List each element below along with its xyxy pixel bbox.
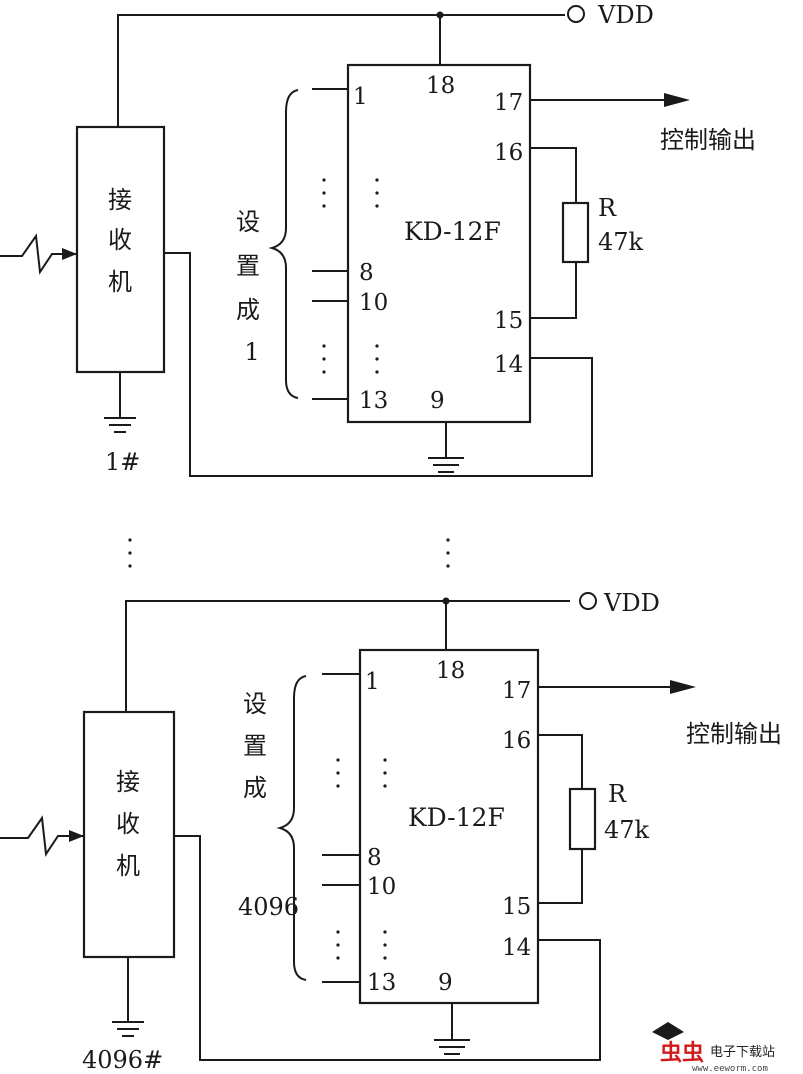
output-arrow-2 xyxy=(670,680,696,694)
circuit-1: VDD 接 收 机 1# KD-12F 18 1 17 16 15 14 8 1… xyxy=(0,1,756,477)
chip-ground-symbol-2 xyxy=(434,1039,470,1055)
pin-13-label-1: 13 xyxy=(359,388,388,414)
pin-15-label-1: 15 xyxy=(494,308,523,334)
feedback-wire-1 xyxy=(164,252,593,477)
vdd-label-2: VDD xyxy=(603,589,660,617)
circuit-2: VDD 接 收 机 4096# KD-12F 18 1 17 16 15 14 … xyxy=(0,589,782,1074)
pin-10-label-2: 10 xyxy=(367,874,396,900)
pin-15-label-2: 15 xyxy=(502,894,531,920)
pin-18-label-2: 18 xyxy=(436,658,465,684)
pin-9-label-1: 9 xyxy=(430,388,445,414)
antenna-input-2 xyxy=(0,815,84,857)
vdd-terminal-1 xyxy=(567,5,585,23)
chip-label-1: KD-12F xyxy=(404,217,501,246)
resistor-wires-1 xyxy=(530,147,577,319)
pin-17-label-1: 17 xyxy=(494,90,523,116)
resistor-name-2: R xyxy=(608,780,627,808)
setting-brace-2 xyxy=(276,675,307,981)
input-pin-stubs-2 xyxy=(322,673,360,983)
resistor-value-2: 47k xyxy=(604,816,650,844)
set-value-2: 4096 xyxy=(238,893,299,921)
pin-18-label-1: 18 xyxy=(426,73,455,99)
antenna-arrow-2 xyxy=(69,830,84,842)
resistor-2 xyxy=(568,787,597,851)
pin-8-label-2: 8 xyxy=(367,845,382,871)
pin-10-label-1: 10 xyxy=(359,290,388,316)
pin-17-label-2: 17 xyxy=(502,678,531,704)
pin-8-label-1: 8 xyxy=(359,260,374,286)
output-label-1: 控制输出 xyxy=(660,126,756,154)
set-char-2b: 置 xyxy=(243,732,267,760)
pin-16-label-2: 16 xyxy=(502,728,531,754)
pin-13-label-2: 13 xyxy=(367,970,396,996)
receiver-char-1a: 接 xyxy=(108,186,132,214)
pin-14-label-1: 14 xyxy=(494,352,523,378)
resistor-value-1: 47k xyxy=(598,228,644,256)
ellipsis-dots-2 xyxy=(336,758,387,960)
pin-16-label-1: 16 xyxy=(494,140,523,166)
graduation-cap-icon xyxy=(652,1022,684,1040)
vdd-label-1: VDD xyxy=(597,1,654,29)
chip-label-2: KD-12F xyxy=(408,803,505,832)
pin-14-label-2: 14 xyxy=(502,935,531,961)
chip-body-2 xyxy=(358,648,540,1005)
receiver-char-1b: 收 xyxy=(108,226,132,254)
watermark-site-name: 电子下载站 xyxy=(710,1045,775,1060)
resistor-wires-2 xyxy=(538,734,583,904)
antenna-input-1 xyxy=(0,233,77,275)
pin-9-label-2: 9 xyxy=(438,970,453,996)
watermark-logo: 虫虫 xyxy=(660,1040,704,1066)
pin-1-label-1: 1 xyxy=(353,84,368,110)
chip-body-1 xyxy=(346,63,532,424)
set-char-2a: 设 xyxy=(243,690,267,718)
set-char-1d: 1 xyxy=(244,338,259,366)
receiver-char-2c: 机 xyxy=(116,852,140,880)
receiver-char-1c: 机 xyxy=(108,268,132,296)
set-char-2c: 成 xyxy=(243,774,267,802)
receiver-ground-symbol-1 xyxy=(104,417,136,433)
receiver-ground-symbol-2 xyxy=(112,1021,144,1037)
receiver-char-2a: 接 xyxy=(116,768,140,796)
resistor-name-1: R xyxy=(598,194,617,222)
continuation-dots xyxy=(128,538,450,568)
output-arrow-1 xyxy=(664,93,690,107)
ellipsis-dots-1 xyxy=(322,178,379,374)
receiver-id-2: 4096# xyxy=(82,1046,163,1074)
vdd-rail-2 xyxy=(125,600,570,712)
chip-ground-symbol-1 xyxy=(428,457,464,473)
set-char-1b: 置 xyxy=(236,252,260,280)
vdd-rail-1 xyxy=(117,14,565,127)
set-char-1a: 设 xyxy=(236,208,260,236)
watermark-url: www.eeworm.com xyxy=(692,1064,768,1074)
watermark: 虫虫 电子下载站 www.eeworm.com xyxy=(652,1022,775,1074)
setting-brace-1 xyxy=(268,89,299,399)
antenna-arrow-1 xyxy=(62,248,77,260)
vdd-terminal-2 xyxy=(579,592,597,610)
feedback-wire-2 xyxy=(174,835,601,1061)
receiver-char-2b: 收 xyxy=(116,810,140,838)
pin-1-label-2: 1 xyxy=(365,669,380,695)
set-char-1c: 成 xyxy=(236,296,260,324)
input-pin-stubs-1 xyxy=(312,88,348,400)
receiver-id-1: 1# xyxy=(105,448,140,476)
output-label-2: 控制输出 xyxy=(686,720,782,748)
resistor-1 xyxy=(561,201,590,264)
